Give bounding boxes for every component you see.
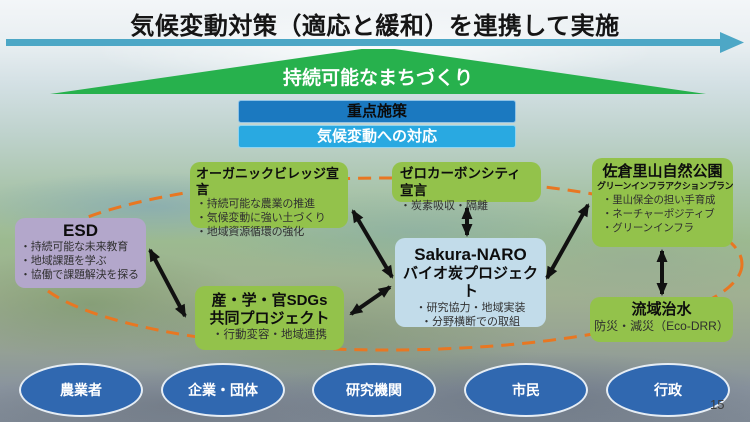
- bullet-item: ・里山保全の担い手育成: [602, 194, 716, 206]
- bullet-item: ・研究協力・地域実装: [415, 302, 526, 314]
- esd-box: ESD ・持続可能な未来教育 ・地域課題を学ぶ ・協働で課題解決を探る: [15, 218, 146, 288]
- zero-carbon-city-box: ゼロカーボンシティ宣言 ・炭素吸収・隔離: [392, 162, 541, 212]
- bullet-item: ・協働で課題解決を探る: [20, 268, 139, 281]
- bullet-item: ・炭素吸収・隔離: [400, 200, 488, 212]
- bullet-item: ・気候変動に強い土づくり: [196, 211, 326, 224]
- sakura-naro-title-line2: バイオ炭プロジェクト: [402, 265, 538, 300]
- sdgs-bullets: ・行動変容・地域連携: [199, 328, 340, 343]
- sdgs-title-line2: 共同プロジェクト: [209, 310, 330, 327]
- river-basin-flood-title: 流域治水: [631, 301, 692, 318]
- bullet-item: ・グリーンインフラ: [602, 222, 694, 234]
- stakeholder-farmers: 農業者: [19, 363, 143, 417]
- satoyama-park-title: 佐倉里山自然公園: [602, 163, 723, 180]
- organic-village-bullets: ・持続可能な農業の推進 ・気候変動に強い土づくり ・地域資源循環の強化: [196, 198, 342, 239]
- bullet-item: ・行動変容・地域連携: [212, 329, 327, 341]
- sakura-naro-title-line1: Sakura-NARO: [414, 245, 527, 264]
- bullet-item: ・地域課題を学ぶ: [20, 254, 107, 267]
- priority-measures-bar: 重点施策: [238, 100, 516, 123]
- sakura-naro-biochar-box: Sakura-NARO バイオ炭プロジェクト ・研究協力・地域実装 ・分野横断で…: [395, 238, 546, 329]
- zero-carbon-city-title: ゼロカーボンシティ宣言: [400, 166, 521, 198]
- bullet-item: ・ネーチャーポジティブ: [602, 208, 715, 220]
- slide-title: 気候変動対策（適応と緩和）を連携して実施: [130, 13, 620, 40]
- sustainable-town-banner-label: 持続可能なまちづくり: [282, 68, 473, 89]
- stakeholder-government: 行政: [606, 363, 730, 417]
- organic-village-box: オーガニックビレッジ宣言 ・持続可能な農業の推進 ・気候変動に強い土づくり ・地…: [190, 162, 348, 238]
- bullet-item: ・地域資源循環の強化: [196, 225, 304, 238]
- satoyama-park-box: 佐倉里山自然公園 グリーンインフラアクションプラン ・里山保全の担い手育成 ・ネ…: [592, 158, 734, 247]
- stakeholder-research: 研究機関: [312, 363, 436, 417]
- bullet-item: ・持続可能な農業の推進: [196, 198, 315, 210]
- sdgs-joint-project-box: 産・学・官SDGs 共同プロジェクト ・行動変容・地域連携: [195, 286, 344, 350]
- esd-bullets: ・持続可能な未来教育 ・地域課題を学ぶ ・協働で課題解決を探る: [20, 241, 141, 282]
- sdgs-title-line1: 産・学・官SDGs: [211, 292, 328, 309]
- stakeholder-companies: 企業・団体: [161, 363, 285, 417]
- bullet-item: ・持続可能な未来教育: [20, 241, 128, 253]
- sakura-naro-bullets: ・研究協力・地域実装 ・分野横断での取組: [399, 301, 542, 329]
- page-number: 15: [710, 397, 725, 412]
- river-basin-flood-box: 流域治水 防災・減災（Eco-DRR）: [590, 297, 733, 342]
- satoyama-park-subtitle: グリーンインフラアクションプラン: [597, 181, 734, 191]
- satoyama-park-bullets: ・里山保全の担い手育成 ・ネーチャーポジティブ ・グリーンインフラ: [597, 193, 728, 235]
- river-basin-flood-subtitle: 防災・減災（Eco-DRR）: [594, 319, 729, 333]
- climate-response-bar: 気候変動への対応: [238, 125, 516, 148]
- esd-title: ESD: [63, 221, 98, 240]
- zero-carbon-city-bullets: ・炭素吸収・隔離: [400, 199, 533, 213]
- organic-village-title: オーガニックビレッジ宣言: [196, 166, 340, 197]
- stakeholder-citizens: 市民: [464, 363, 588, 417]
- bullet-item: ・分野横断での取組: [421, 316, 520, 328]
